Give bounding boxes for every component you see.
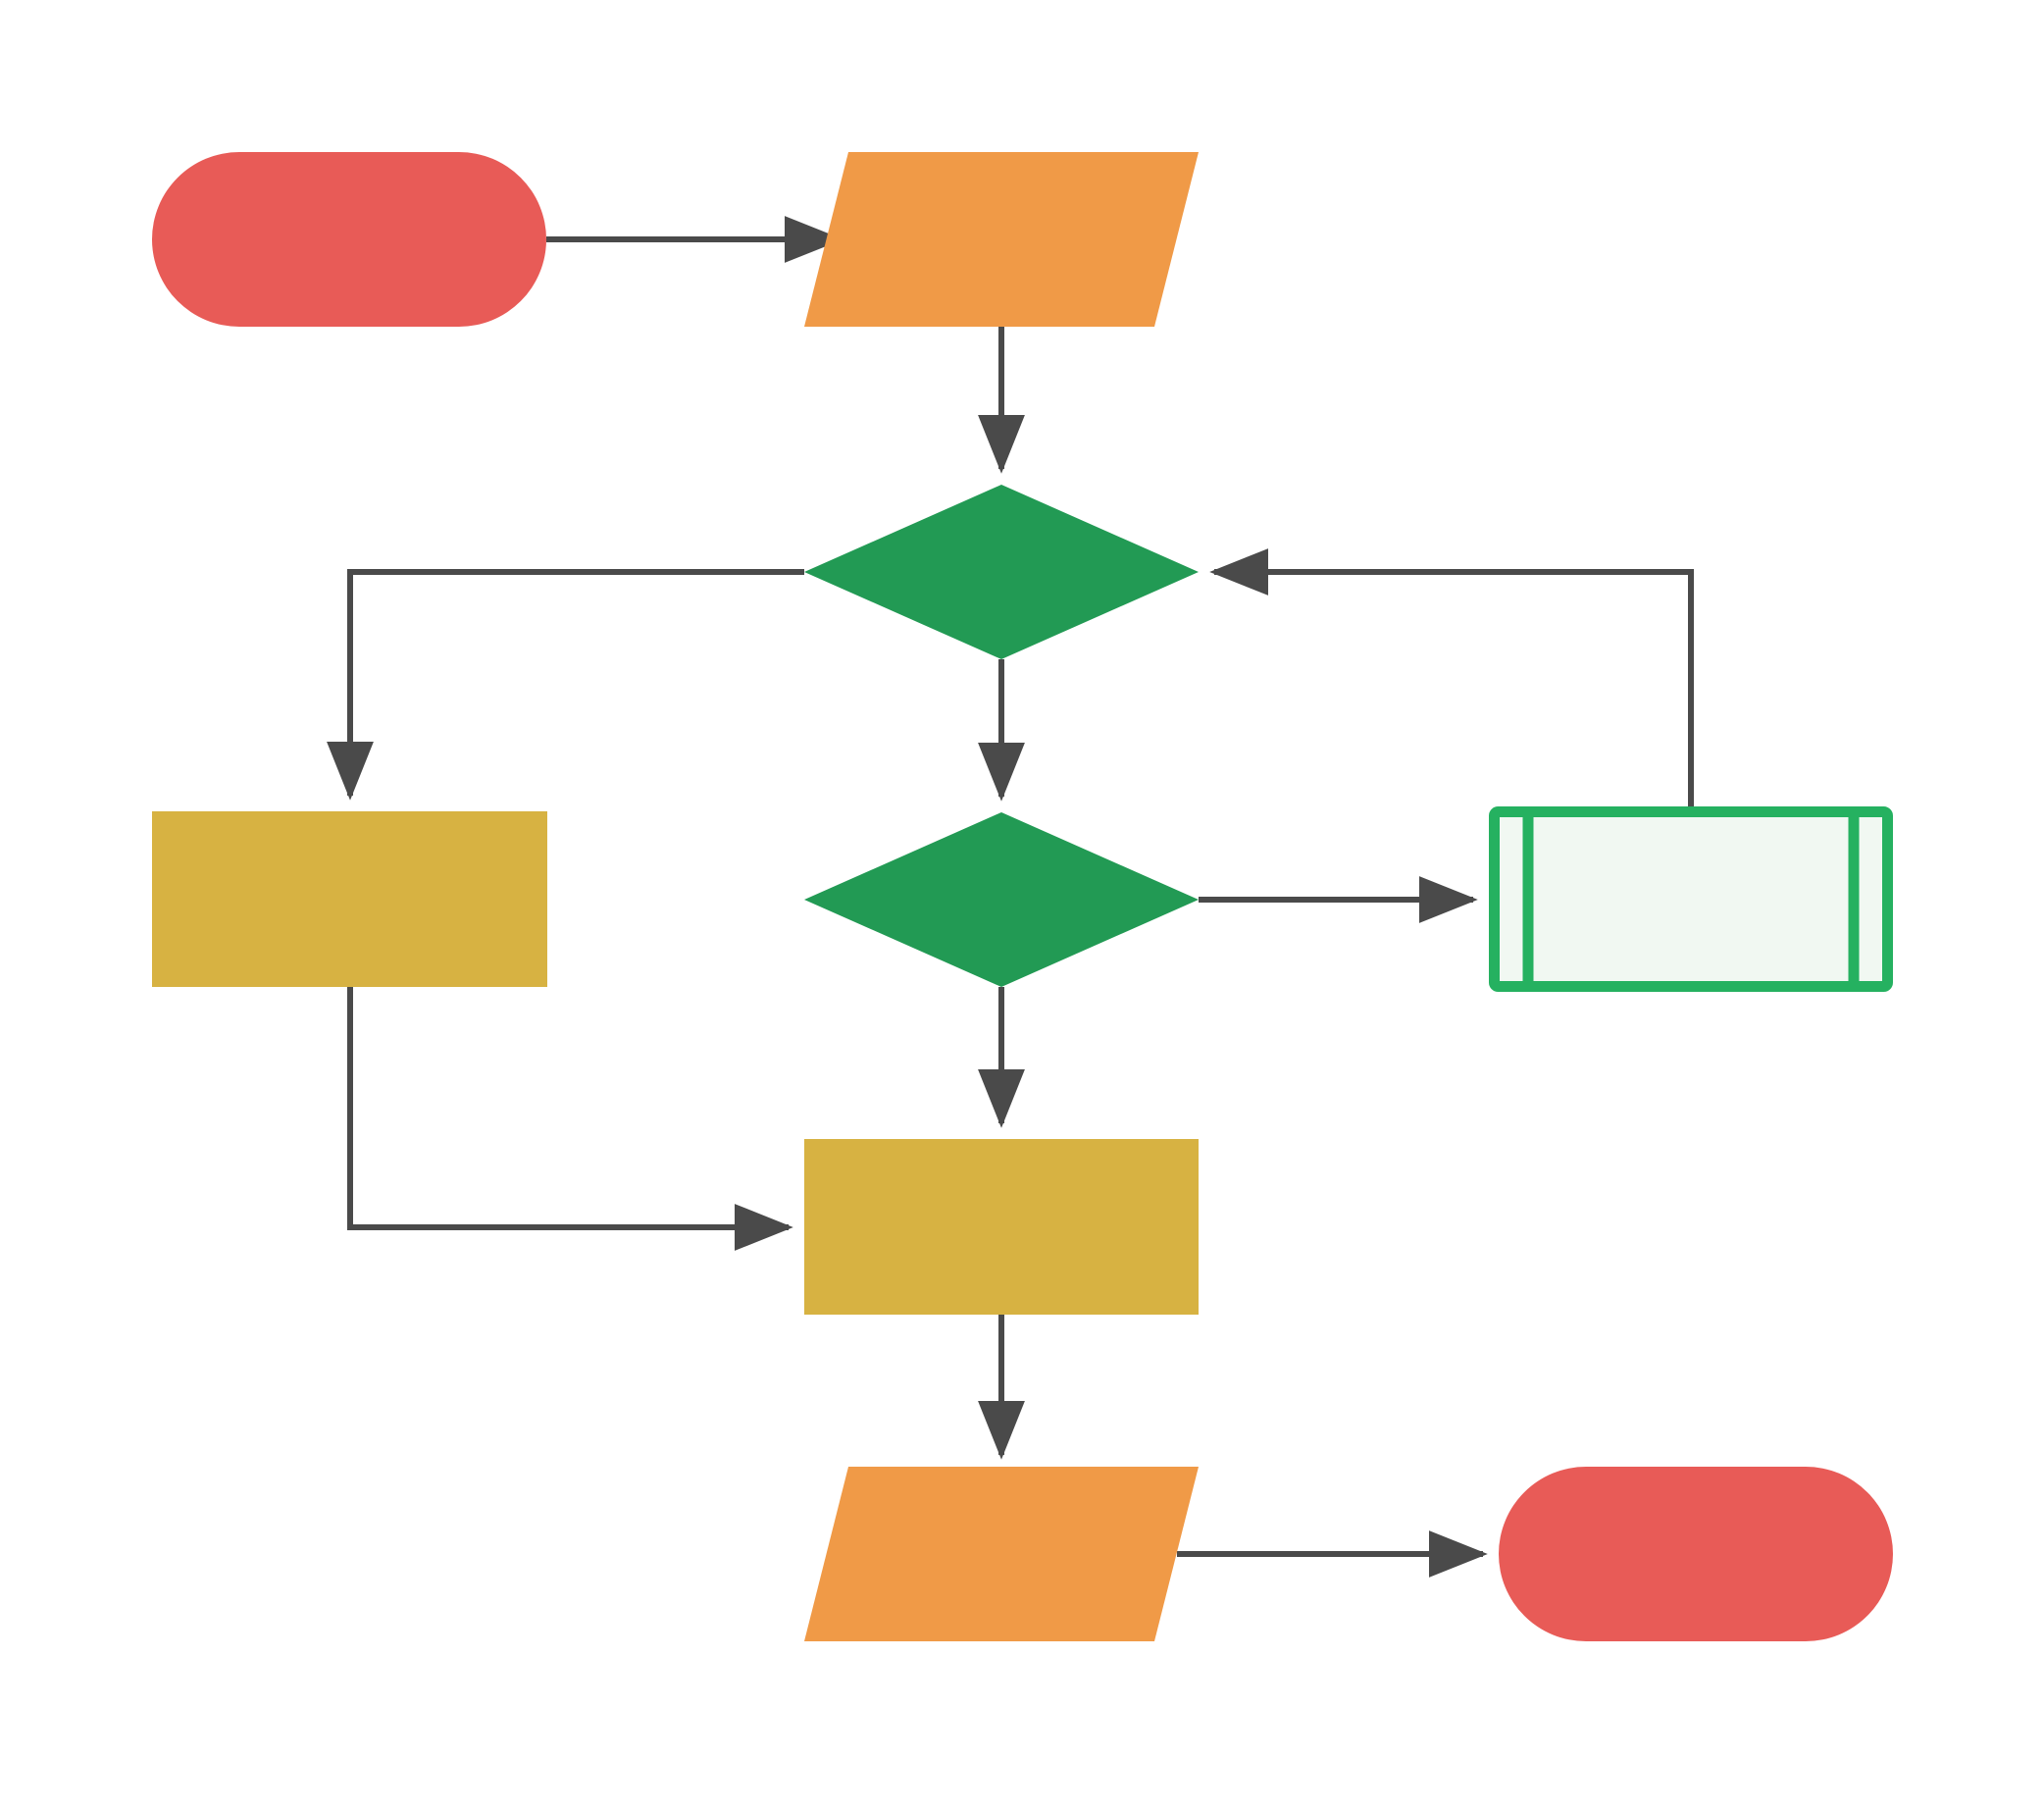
connector-process-left-to-process-main	[347, 987, 793, 1251]
edges-layer	[327, 216, 1694, 1578]
rectangle-shape	[152, 811, 547, 987]
node-start[interactable]	[152, 152, 546, 327]
connector-predefined-process-to-decision-1	[1209, 548, 1694, 806]
node-decision-2[interactable]	[804, 812, 1199, 987]
node-process-main[interactable]	[804, 1139, 1199, 1315]
node-predefined-process[interactable]	[1489, 806, 1893, 992]
node-process-left[interactable]	[152, 811, 547, 987]
terminator-shape	[152, 152, 546, 327]
node-decision-1[interactable]	[804, 485, 1199, 659]
node-end[interactable]	[1499, 1467, 1893, 1641]
predefined-process-body	[1489, 806, 1893, 992]
rectangle-shape	[804, 1139, 1199, 1315]
diamond-shape	[804, 812, 1199, 987]
parallelogram-shape	[804, 152, 1199, 327]
node-input-data[interactable]	[804, 152, 1199, 327]
nodes-layer	[152, 152, 1893, 1641]
connector-decision-1-to-process-left	[327, 569, 804, 801]
node-output-data[interactable]	[804, 1467, 1199, 1641]
terminator-shape	[1499, 1467, 1893, 1641]
diamond-shape	[804, 485, 1199, 659]
parallelogram-shape	[804, 1467, 1199, 1641]
